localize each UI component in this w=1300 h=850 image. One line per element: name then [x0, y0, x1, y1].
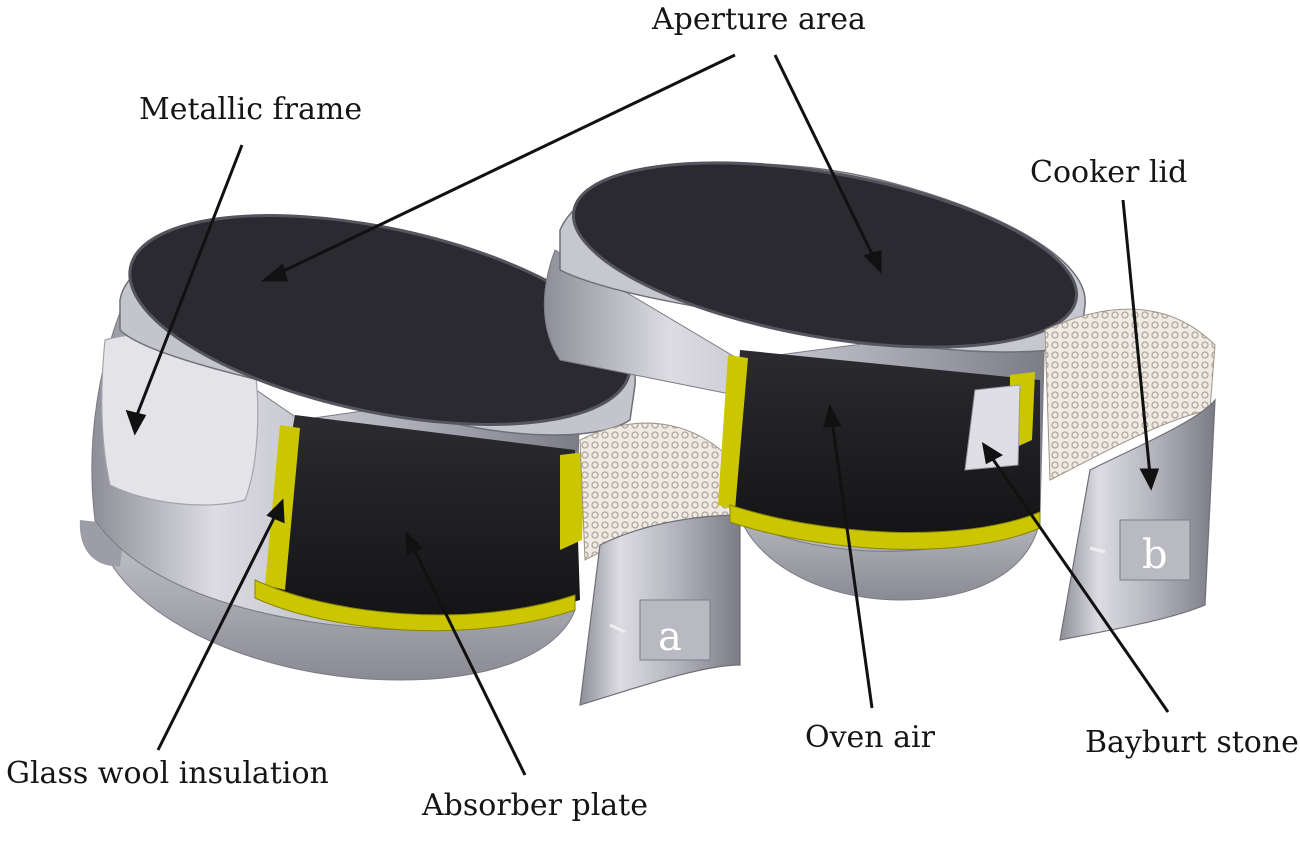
- cooker-b: b: [543, 161, 1216, 641]
- arrowhead-glass-wool: [266, 498, 285, 524]
- cooker-b-aperture: [571, 161, 1079, 349]
- cooker-a-insulation-bottom: [254, 579, 576, 632]
- leader-lines: [125, 53, 1170, 776]
- arrowhead-metallic-frame: [125, 409, 147, 436]
- cooker-a-lid-tick-icon: [609, 623, 626, 634]
- leader-glass-wool: [156, 511, 279, 751]
- label-panel-a: a: [658, 614, 682, 660]
- cooker-a-insulation-right: [560, 452, 585, 550]
- label-bayburt-stone: Bayburt stone: [1085, 725, 1299, 760]
- cooker-b-bayburt-stone-block: [964, 384, 1021, 471]
- arrowhead-bayburt-stone: [981, 441, 1003, 465]
- cooker-a-cutaway-cavity: [265, 415, 580, 618]
- label-cooker-lid: Cooker lid: [1030, 155, 1188, 190]
- leader-bayburt-stone: [988, 454, 1170, 713]
- cooker-b-lid-tick-icon: [1089, 546, 1106, 554]
- leader-aperture-b: [773, 54, 877, 261]
- label-panel-b: b: [1142, 532, 1168, 578]
- leader-cooker-lid: [1121, 199, 1152, 476]
- label-metallic-frame: Metallic frame: [139, 92, 363, 127]
- cooker-b-lid-handle: [1119, 519, 1191, 581]
- cooker-a-lid-handle: [639, 599, 711, 661]
- cooker-a: a: [79, 214, 741, 706]
- arrowhead-aperture-b: [863, 250, 882, 274]
- leader-aperture-a: [274, 53, 736, 277]
- cooker-b-insulation-left: [718, 355, 748, 510]
- label-aperture-area: Aperture area: [652, 2, 866, 37]
- arrowhead-aperture-a: [260, 263, 288, 282]
- leader-oven-air: [830, 419, 874, 709]
- label-oven-air: Oven air: [805, 720, 935, 755]
- leader-absorber: [410, 544, 527, 776]
- leader-metallic-frame: [133, 144, 244, 421]
- label-glass-wool-insulation: Glass wool insulation: [6, 756, 329, 791]
- arrowhead-absorber: [405, 531, 424, 556]
- arrowhead-oven-air: [822, 403, 842, 428]
- label-absorber-plate: Absorber plate: [422, 788, 648, 823]
- cooker-b-cutaway-cavity: [730, 350, 1040, 537]
- arrowhead-cooker-lid: [1139, 468, 1160, 491]
